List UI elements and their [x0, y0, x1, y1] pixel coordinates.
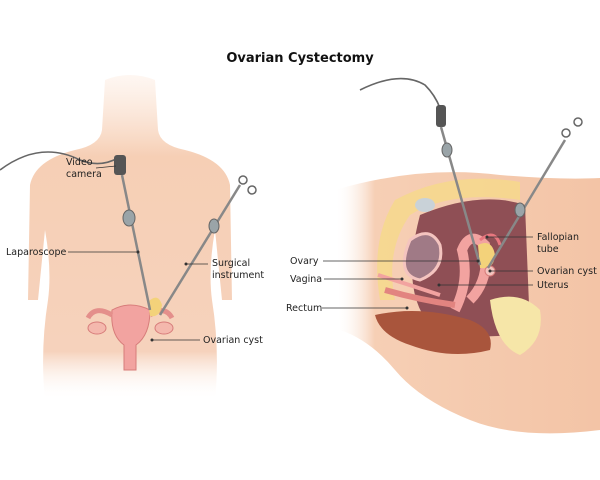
label-surgical-instrument: Surgical [212, 258, 250, 269]
laparoscope-front [0, 151, 152, 311]
label-rectum: Rectum [286, 303, 322, 314]
label-vagina: Vagina [290, 274, 322, 285]
page-title: Ovarian Cystectomy [226, 51, 374, 66]
label-fallopian-tube-line2: tube [537, 244, 559, 255]
surgical-instrument-side [486, 117, 583, 269]
label-video-camera: Video [66, 157, 93, 168]
label-uterus: Uterus [537, 280, 568, 291]
label-laparoscope: Laparoscope [6, 247, 66, 258]
label-ovarian-cyst-front: Ovarian cyst [203, 335, 263, 346]
body-silhouette [28, 75, 232, 400]
laparoscope-side [359, 77, 482, 266]
label-video-camera-line2: camera [66, 169, 102, 180]
label-fallopian-tube: Fallopian [537, 232, 579, 243]
label-ovarian-cyst-side: Ovarian cyst [537, 266, 597, 277]
label-ovary: Ovary [290, 256, 319, 267]
surgical-instrument-front [158, 175, 257, 316]
sagittal-pelvis-figure: Fallopian tube Ovary Ovarian cyst Vagina… [286, 77, 600, 434]
label-surgical-instrument-line2: instrument [212, 270, 264, 281]
front-body-figure: Video camera Laparoscope Surgical instru… [0, 75, 264, 400]
